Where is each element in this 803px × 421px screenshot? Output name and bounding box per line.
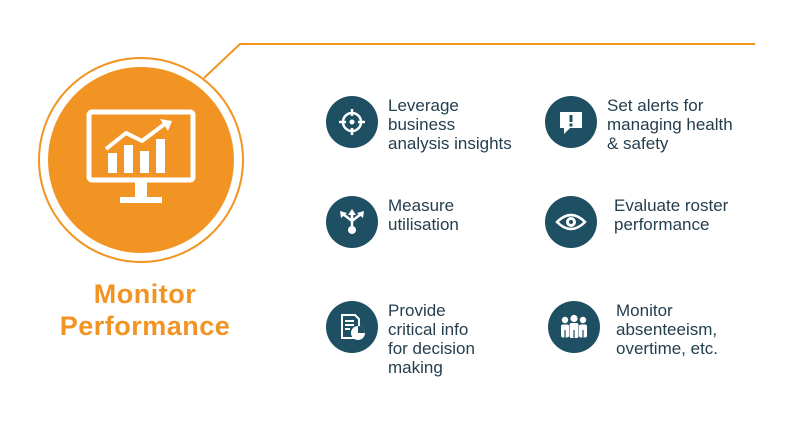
feature-label: Monitor absenteeism, overtime, etc. — [616, 301, 718, 358]
feature-label-line: for decision — [388, 339, 475, 358]
feature-icon-circle — [326, 301, 378, 353]
feature-leverage-insights: Leverage business analysis insights — [326, 96, 512, 153]
feature-label-line: utilisation — [388, 215, 459, 234]
feature-label-line: absenteeism, — [616, 320, 718, 339]
hero-outer-ring — [38, 57, 244, 263]
feature-label: Set alerts for managing health & safety — [607, 96, 733, 153]
hero-title-line-2: Performance — [59, 311, 231, 341]
feature-provide-critical-info: Provide critical info for decision makin… — [326, 301, 475, 377]
eye-icon — [555, 213, 587, 231]
feature-label-line: critical info — [388, 320, 469, 339]
feature-label: Evaluate roster performance — [614, 196, 728, 234]
feature-label-line: performance — [614, 215, 710, 234]
feature-label-line: Provide — [388, 301, 446, 320]
people-group-icon — [561, 314, 587, 338]
feature-label-line: Monitor — [616, 301, 673, 320]
feature-set-alerts: Set alerts for managing health & safety — [545, 96, 733, 153]
feature-label: Provide critical info for decision makin… — [388, 301, 475, 377]
report-chart-icon — [341, 314, 365, 340]
split-arrows-icon — [340, 209, 364, 234]
monitor-chart-icon — [86, 109, 196, 203]
hero-title-line-1: Monitor — [93, 279, 197, 309]
feature-label-line: analysis insights — [388, 134, 512, 153]
feature-label-line: Evaluate roster — [614, 196, 729, 215]
feature-label: Measure utilisation — [388, 196, 459, 234]
feature-label-line: overtime, etc. — [616, 339, 719, 358]
feature-icon-circle — [545, 196, 597, 248]
feature-label-line: Measure — [388, 196, 455, 215]
alert-bubble-icon — [560, 112, 582, 134]
hero-title: Monitor Performance — [40, 278, 250, 342]
feature-label-line: Leverage — [388, 96, 459, 115]
feature-label-line: Set alerts for — [607, 96, 704, 115]
feature-measure-utilisation: Measure utilisation — [326, 196, 459, 248]
feature-evaluate-roster: Evaluate roster performance — [545, 196, 728, 248]
feature-label-line: & safety — [607, 134, 669, 153]
feature-icon-circle — [548, 301, 600, 353]
feature-label-line: business — [388, 115, 456, 134]
feature-icon-circle — [326, 196, 378, 248]
feature-label-line: making — [388, 358, 443, 377]
feature-icon-circle — [326, 96, 378, 148]
crosshair-icon — [339, 109, 365, 135]
feature-monitor-absenteeism: Monitor absenteeism, overtime, etc. — [548, 301, 718, 358]
feature-icon-circle — [545, 96, 597, 148]
feature-label: Leverage business analysis insights — [388, 96, 512, 153]
feature-label-line: managing health — [607, 115, 733, 134]
